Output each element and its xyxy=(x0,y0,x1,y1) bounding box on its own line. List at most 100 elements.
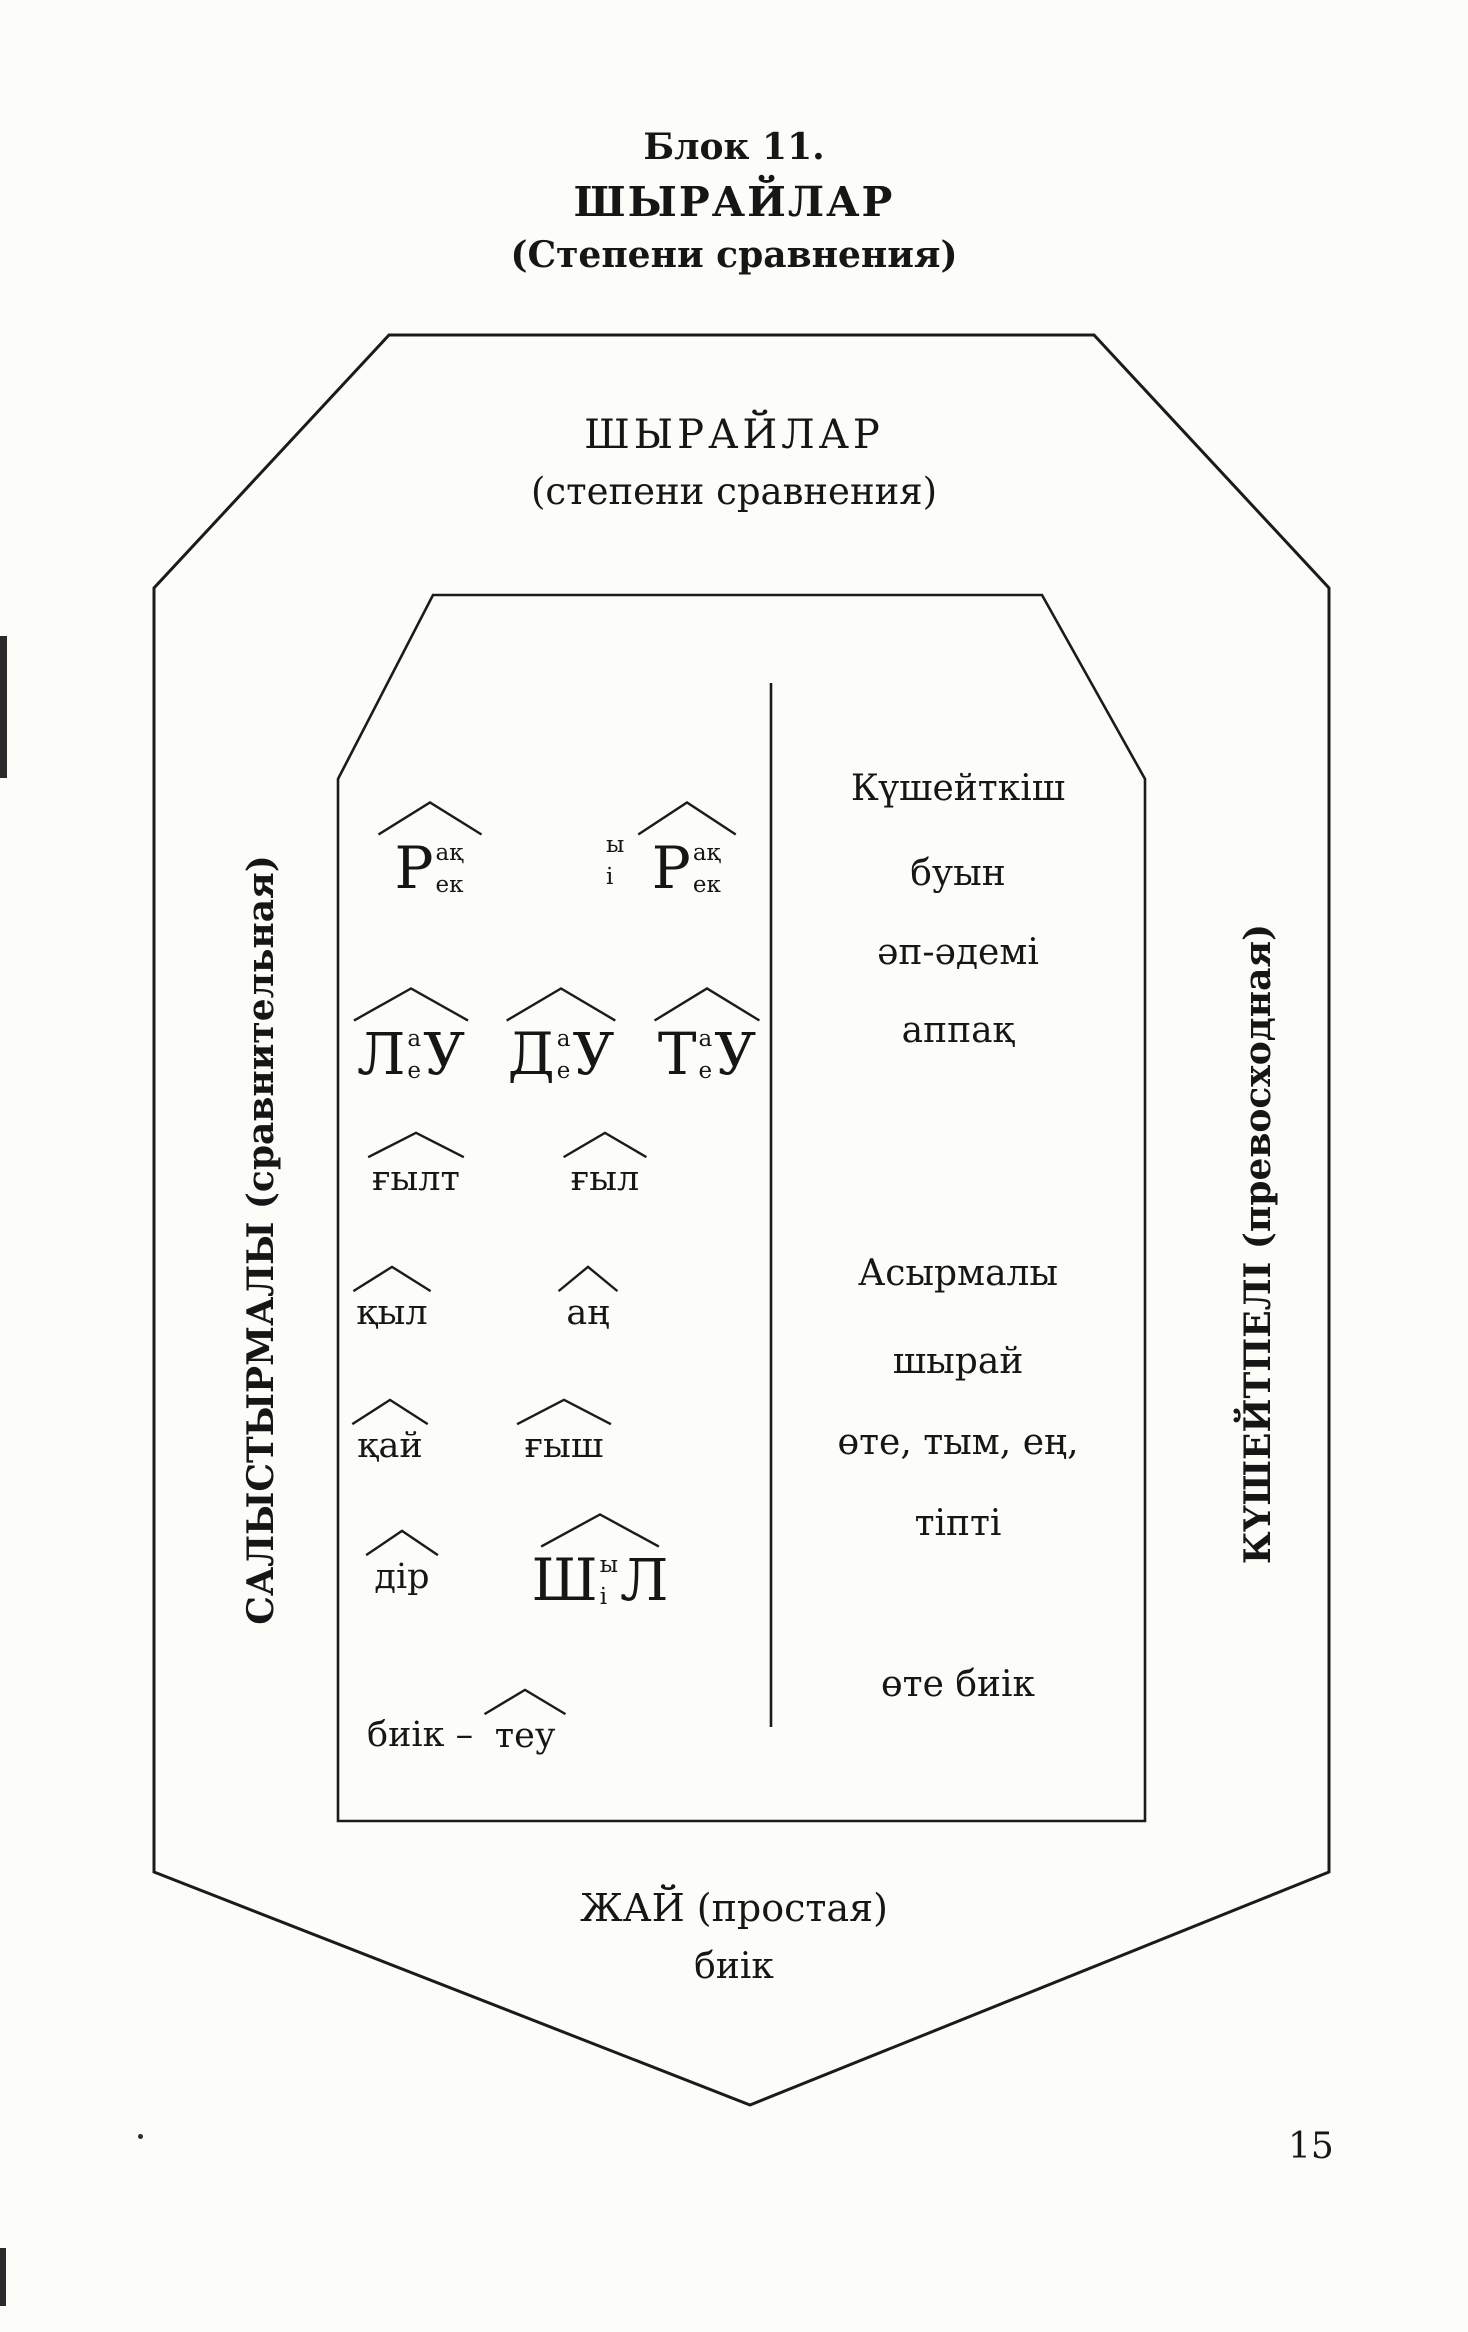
suffix-gysh: ғыш xyxy=(513,1398,615,1466)
vowel-stack: а е xyxy=(697,1026,715,1083)
example-biik-teu: биік – теу xyxy=(367,1688,569,1756)
stack-bottom: і xyxy=(606,864,614,890)
superlative-example: өте биік xyxy=(880,1664,1036,1705)
suffix-body: Д а е У xyxy=(502,1025,620,1083)
diagram-subtitle: (степени сравнения) xyxy=(530,470,938,513)
suffix-body: Р ақ ек xyxy=(634,839,740,897)
superlative-line: өте, тым, ең, xyxy=(837,1422,1079,1463)
caret-mark xyxy=(536,1512,664,1549)
caret-mark xyxy=(481,1688,569,1716)
suffix-core: Р ақ ек xyxy=(634,800,740,897)
stack-top: а xyxy=(698,1025,713,1052)
left-axis-label: САЛЫСТЫРМАЛЫ (сравнительная) xyxy=(240,855,282,1625)
suffix-body: Р ақ ек xyxy=(374,839,486,897)
stack-bottom: і xyxy=(599,1583,608,1610)
stack-bottom: ек xyxy=(435,871,464,898)
superlative-line: тіпті xyxy=(914,1503,1002,1544)
suffix-yrak-irek: ы і Р ақ ек xyxy=(604,800,740,897)
stack-bottom: е xyxy=(556,1057,571,1084)
caret-mark xyxy=(560,1131,650,1159)
suffix-letter: У xyxy=(714,1020,757,1088)
suffix-kyl: қыл xyxy=(350,1265,434,1333)
suffix-letter: Л xyxy=(620,1546,669,1614)
page-title: ШЫРАЙЛАР xyxy=(573,178,895,226)
stack-top: а xyxy=(407,1025,422,1052)
stack-top: ы xyxy=(599,1551,619,1578)
suffix-rak-rek: Р ақ ек xyxy=(374,800,486,897)
page-subtitle: (Степени сравнения) xyxy=(510,234,958,276)
suffix-lau-leu: Л а е У xyxy=(349,986,473,1083)
caret-mark xyxy=(513,1398,615,1426)
suffix-letter: У xyxy=(572,1020,615,1088)
caret-mark xyxy=(374,800,486,837)
suffix-body: Т а е У xyxy=(650,1025,764,1083)
caret-mark xyxy=(502,986,620,1023)
suffix-letter: Л xyxy=(356,1020,406,1088)
caret-mark xyxy=(364,1131,468,1159)
caret-mark xyxy=(556,1265,620,1293)
suffix-gylt: ғылт xyxy=(364,1131,468,1199)
suffix-shyl-shil: Ш ы і Л xyxy=(532,1512,669,1609)
suffix-dir: дір xyxy=(363,1529,441,1597)
vowel-stack: ақ ек xyxy=(434,840,466,897)
suffix-text: дір xyxy=(374,1557,430,1597)
suffix-tau-teu: Т а е У xyxy=(650,986,764,1083)
suffix-body: Л а е У xyxy=(349,1025,473,1083)
scan-artifact xyxy=(0,2248,6,2306)
suffix-letter: Т xyxy=(657,1020,697,1088)
vowel-stack: ы і xyxy=(604,832,626,889)
stack-top: ы xyxy=(606,832,625,858)
suffix-gyl: ғыл xyxy=(560,1131,650,1199)
suffix-kai: қай xyxy=(349,1398,431,1466)
superlative-line: әп-әдемі xyxy=(877,932,1039,973)
diagram-title: ШЫРАЙЛАР xyxy=(584,412,884,458)
stack-top: ақ xyxy=(692,839,721,866)
suffix-letter: Ш xyxy=(531,1546,598,1614)
caret-mark xyxy=(363,1529,441,1557)
scan-artifact xyxy=(138,2134,143,2139)
page-number: 15 xyxy=(1288,2126,1334,2167)
vowel-stack: ақ ек xyxy=(691,840,723,897)
stack-bottom: ек xyxy=(692,871,721,898)
superlative-line: шырай xyxy=(892,1341,1024,1382)
superlative-line: аппақ xyxy=(901,1010,1015,1051)
caret-mark xyxy=(349,1398,431,1426)
inner-box xyxy=(336,593,1147,1823)
page-heading: Блок 11. ШЫРАЙЛАР (Степени сравнения) xyxy=(0,126,1468,276)
base-degree-example: биік xyxy=(694,1946,774,1987)
suffix-text: ғылт xyxy=(372,1159,460,1199)
caret-mark xyxy=(350,1265,434,1293)
vowel-stack: ы і xyxy=(598,1552,620,1609)
suffix-text: ғыш xyxy=(524,1426,604,1466)
caret-mark xyxy=(650,986,764,1023)
suffix-text: ғыл xyxy=(570,1159,640,1199)
scan-artifact xyxy=(0,636,7,778)
suffix-dau-deu: Д а е У xyxy=(502,986,620,1083)
suffix-text: аң xyxy=(566,1293,610,1333)
block-title: Блок 11. xyxy=(643,126,825,168)
suffix-text: теу xyxy=(494,1716,556,1756)
suffix-letter: У xyxy=(423,1020,466,1088)
suffix-letter: Р xyxy=(651,834,691,902)
outer-octagon xyxy=(152,333,1331,2107)
base-degree-label: ЖАЙ (простая) xyxy=(580,1886,888,1930)
stack-bottom: е xyxy=(407,1057,421,1084)
suffix-letter: Д xyxy=(507,1020,555,1088)
superlative-line: Күшейткіш xyxy=(850,768,1066,809)
suffix-body: Ш ы і Л xyxy=(532,1551,669,1609)
stack-bottom: е xyxy=(698,1057,713,1084)
vowel-stack: а е xyxy=(405,1026,423,1083)
right-axis-label: КҮШЕЙТПЕЛІ (превосходная) xyxy=(1237,923,1279,1565)
stack-top: а xyxy=(556,1025,571,1052)
suffix-text: қыл xyxy=(356,1293,428,1333)
stack-top: ақ xyxy=(435,839,464,866)
superlative-line: Асырмалы xyxy=(857,1253,1059,1294)
caret-mark xyxy=(634,800,740,837)
suffix-text: қай xyxy=(357,1426,423,1466)
vowel-stack: а е xyxy=(555,1026,573,1083)
example-suffix: теу xyxy=(481,1688,569,1756)
caret-mark xyxy=(349,986,473,1023)
suffix-an: аң xyxy=(556,1265,620,1333)
